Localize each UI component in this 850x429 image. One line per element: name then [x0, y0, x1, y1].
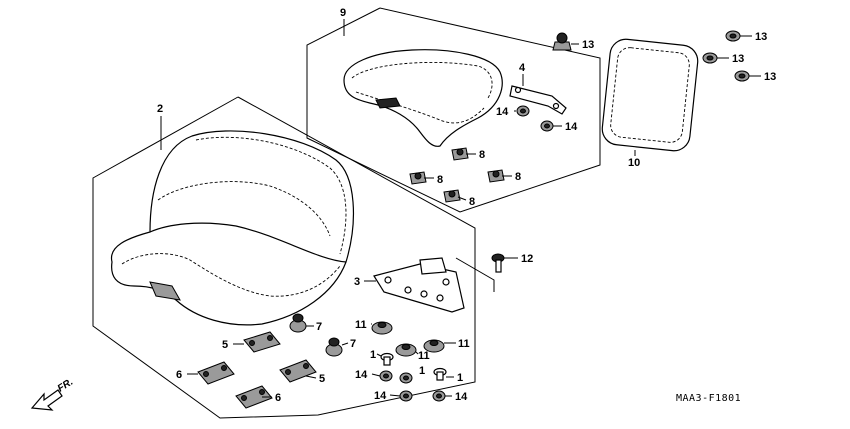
leader-lines	[160, 19, 761, 398]
callout-8-c: 8	[515, 171, 521, 183]
callout-14-e: 14	[374, 390, 387, 402]
callout-8-a: 8	[479, 149, 485, 161]
callout-14-a: 14	[496, 106, 509, 118]
callout-8-d: 8	[469, 196, 475, 208]
passenger-seat-group-outline	[306, 7, 601, 213]
callout-9: 9	[340, 7, 346, 19]
nut-13-a	[552, 32, 572, 51]
callout-5-b: 5	[319, 373, 325, 385]
callout-8-b: 8	[437, 174, 443, 186]
callout-2: 2	[157, 103, 163, 115]
nut-14-c	[379, 370, 393, 382]
callout-3: 3	[354, 276, 360, 288]
callout-1-a: 1	[370, 349, 376, 361]
callout-13-d: 13	[764, 71, 776, 83]
callout-7-a: 7	[316, 321, 322, 333]
callout-6-a: 6	[176, 369, 182, 381]
backrest-pad	[601, 38, 699, 152]
main-seat	[110, 130, 354, 326]
bracket-3	[373, 257, 495, 313]
callout-10: 10	[628, 157, 640, 169]
callout-4: 4	[519, 62, 526, 74]
nut-13-c	[702, 52, 718, 64]
collar-1-b	[433, 367, 447, 381]
damper-7-b	[325, 337, 343, 357]
callout-13-c: 13	[732, 53, 744, 65]
nut-13-d	[734, 70, 750, 82]
passenger-seat	[343, 49, 503, 147]
callout-11-a: 11	[355, 319, 367, 331]
callout-11-c: 11	[458, 338, 470, 350]
callout-12: 12	[521, 253, 533, 265]
nut-14-e	[399, 390, 413, 402]
callout-6-b: 6	[275, 392, 281, 404]
damper-7-a	[289, 313, 307, 333]
diagram-code: MAA3-F1801	[676, 393, 741, 404]
nut-13-b	[725, 30, 741, 42]
bracket-4	[509, 85, 567, 115]
front-direction-indicator: FR.	[30, 377, 75, 411]
grommet-11-a	[371, 321, 393, 335]
callout-13-a: 13	[582, 39, 594, 51]
clip-8-c	[487, 169, 505, 183]
clip-8-d	[443, 189, 461, 203]
nut-14-a	[516, 105, 530, 117]
callout-14-c: 14	[355, 369, 368, 381]
callout-1-b: 1	[457, 372, 463, 384]
clip-8-a	[451, 147, 469, 161]
callout-5-a: 5	[222, 339, 228, 351]
mount-5-b	[279, 359, 317, 383]
plate-6-a	[197, 361, 235, 385]
callout-labels: 2 9 13 4 10 13 13 13 14 14 8 8 8 8 12 3 …	[157, 7, 776, 404]
callout-13-b: 13	[755, 31, 767, 43]
grommet-11-b	[395, 343, 417, 357]
bolt-12	[491, 253, 505, 273]
nut-14-d	[399, 372, 413, 384]
front-arrow-icon	[30, 389, 63, 411]
callout-11-b: 11	[418, 350, 430, 362]
nut-14-f	[432, 390, 446, 402]
mount-5-a	[243, 331, 281, 353]
callout-7-b: 7	[350, 338, 356, 350]
collar-1-a	[380, 352, 394, 366]
clip-8-b	[409, 171, 427, 185]
callout-1-c: 1	[419, 365, 425, 377]
nut-14-b	[540, 120, 554, 132]
grommet-11-c	[423, 339, 445, 353]
seat-group-outline	[92, 96, 476, 419]
callout-14-b: 14	[565, 121, 578, 133]
callout-14-f: 14	[455, 391, 468, 403]
plate-6-b	[235, 385, 273, 409]
